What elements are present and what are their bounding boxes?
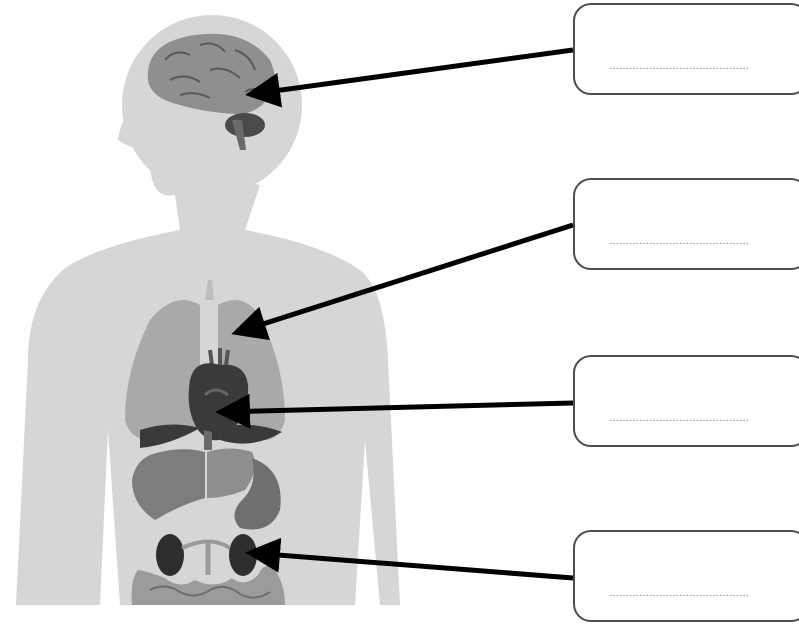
answer-blank[interactable]: …………………………………… bbox=[609, 588, 763, 600]
answer-blank[interactable]: …………………………………… bbox=[609, 413, 763, 425]
kidneys bbox=[156, 534, 257, 576]
label-box-heart: …………………………………… bbox=[573, 355, 799, 447]
answer-blank[interactable]: …………………………………… bbox=[609, 61, 763, 73]
answer-blank[interactable]: …………………………………… bbox=[609, 236, 763, 248]
label-box-brain: …………………………………… bbox=[573, 3, 799, 95]
label-box-kidneys: …………………………………… bbox=[573, 530, 799, 622]
label-box-lungs: …………………………………… bbox=[573, 178, 799, 270]
arrow-brain bbox=[252, 50, 573, 94]
